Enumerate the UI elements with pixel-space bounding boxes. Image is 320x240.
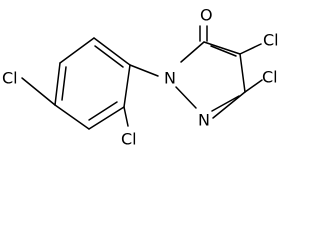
- bond: [129, 64, 159, 77]
- double-bond-inner: [210, 45, 237, 57]
- bond: [180, 41, 205, 63]
- bond: [54, 104, 90, 130]
- bonds: [21, 25, 263, 130]
- bond: [88, 106, 125, 130]
- bond: [123, 106, 129, 127]
- bond: [203, 41, 241, 55]
- bond: [21, 77, 56, 106]
- double-bond-inner: [211, 95, 240, 112]
- double-bond-inner: [94, 45, 124, 68]
- bond: [123, 64, 131, 108]
- bond: [239, 53, 246, 93]
- bond: [59, 37, 95, 64]
- bond: [93, 37, 131, 66]
- bond: [244, 79, 263, 93]
- atom-label-chlorine-top: Cl: [263, 31, 279, 50]
- double-bond-inner: [61, 66, 67, 101]
- atom-labels: O N N Cl Cl Cl Cl: [2, 6, 279, 149]
- atom-label-nitrogen-2: N: [198, 111, 210, 130]
- bond: [239, 43, 262, 55]
- atom-label-chlorine-ortho: Cl: [121, 130, 137, 149]
- molecule-structure: O N N Cl Cl Cl Cl: [2, 6, 279, 149]
- atom-label-oxygen: O: [200, 6, 213, 25]
- atom-label-nitrogen-1: N: [164, 69, 176, 88]
- double-bond-inner: [88, 101, 118, 121]
- bond: [212, 91, 246, 119]
- bond: [175, 86, 197, 109]
- bond: [54, 62, 61, 106]
- atom-label-chlorine-left: Cl: [2, 69, 18, 88]
- atom-label-chlorine-right: Cl: [262, 68, 278, 87]
